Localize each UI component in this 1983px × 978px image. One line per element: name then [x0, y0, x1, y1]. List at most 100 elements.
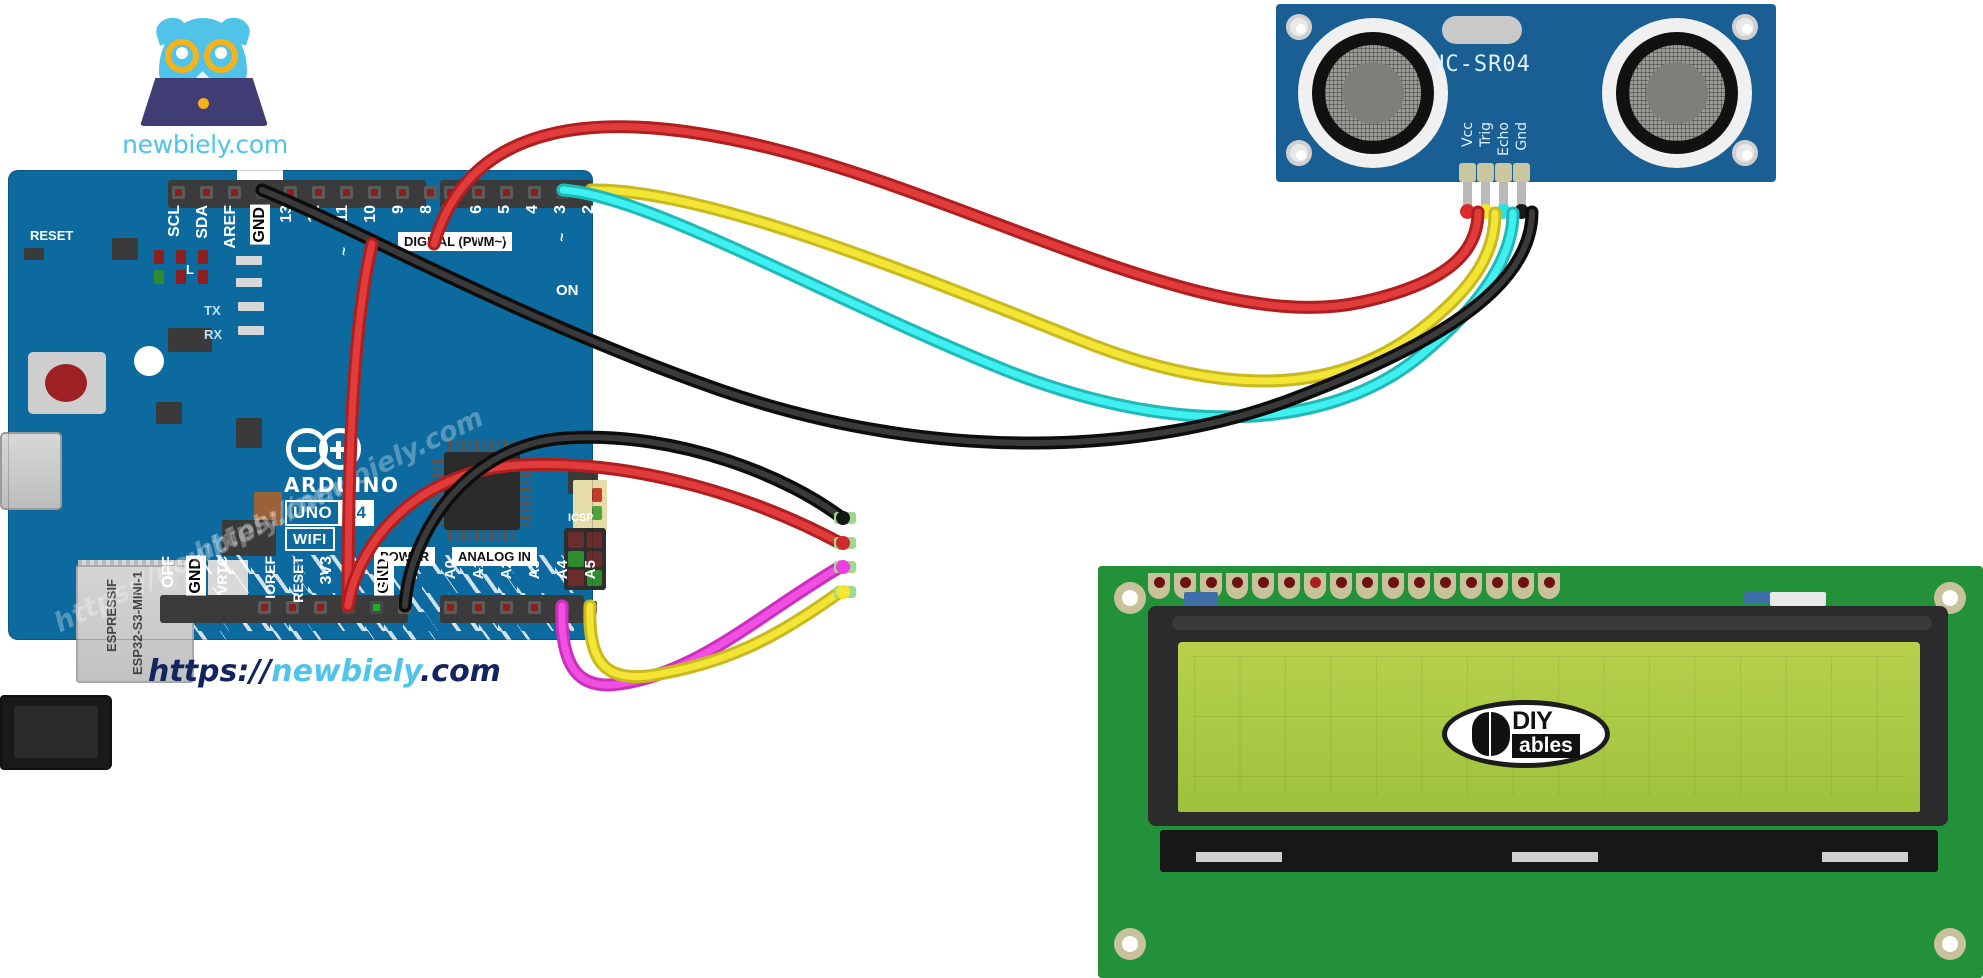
hcsr04-pin-pad-vcc[interactable] [1459, 163, 1476, 182]
smd-chip-2 [24, 248, 44, 260]
analog-pin-label-a5: A5 [582, 560, 599, 580]
digital-header-right[interactable] [440, 180, 592, 208]
watermark-suffix: .com [419, 654, 501, 689]
smd-chip-3 [168, 328, 212, 352]
pin-label-gnd: GND [250, 205, 270, 245]
pin-label-6: 6 [468, 205, 485, 214]
analog-pin-label-a0: A0 [442, 560, 459, 580]
pin-label-11: 11 [334, 205, 351, 222]
pin-label-aref: AREF [222, 205, 239, 249]
lcd-contrast-potentiometer[interactable] [1184, 592, 1218, 608]
pin-hole-d2[interactable] [584, 186, 597, 199]
hcsr04-pin-label-trig: Trig [1478, 122, 1494, 148]
pin-hole-a4[interactable] [556, 601, 569, 614]
lcd-header-pin-6[interactable] [1278, 573, 1300, 599]
led-indicator-2 [176, 250, 186, 264]
pad-extra [236, 278, 262, 287]
pin-label-13: 13 [278, 205, 295, 223]
wire-yellow-hcsr04-highlight [587, 186, 1499, 385]
lcd-bottom-tab-2 [1512, 852, 1598, 862]
lcd-header-pin-7[interactable] [1304, 573, 1326, 599]
power-pin-label-reset-4: RESET [290, 556, 306, 603]
arduino-infinity-logo-icon [286, 428, 366, 472]
led-indicator-1 [154, 250, 164, 264]
lcd-header-pin-12[interactable] [1434, 573, 1456, 599]
power-header[interactable] [258, 595, 408, 623]
arduino-brand-label: ARDUINO [284, 473, 400, 497]
lcd-pin-dot-gnd [836, 511, 850, 525]
lcd-wire-tip-vcc [834, 537, 856, 549]
watermark-prefix: https:// [148, 654, 272, 689]
diyables-mark-icon [1472, 712, 1511, 756]
pin-label-tx: TX [608, 205, 625, 226]
l-led-label: L [186, 262, 194, 277]
lcd-header-pin-8[interactable] [1330, 573, 1352, 599]
lcd-header-pin-16[interactable] [1538, 573, 1560, 599]
logo-text: newbiely.com [122, 130, 288, 159]
lcd-header-pin-13[interactable] [1460, 573, 1482, 599]
analog-pin-label-a2: A2 [498, 560, 515, 580]
lcd-mount-hole-br [1934, 928, 1966, 960]
renesas-mcu-chip [444, 452, 520, 530]
pwm-marker-6: ~ [470, 233, 487, 242]
hcsr04-wire-tip-vcc [1460, 204, 1475, 219]
hcsr04-title-label: HC-SR04 [1431, 52, 1531, 77]
hcsr04-crystal-oscillator [1442, 16, 1522, 44]
led-power-green [154, 270, 164, 284]
hcsr04-pin-pad-trig[interactable] [1477, 163, 1494, 182]
pin-label-8: 8 [418, 205, 435, 214]
pin-hole-d3[interactable] [556, 186, 569, 199]
rx-label: RX [204, 327, 223, 342]
pwm-marker-3: ~ [554, 233, 571, 242]
usb-shield-tab [237, 170, 283, 184]
reset-button[interactable] [28, 352, 106, 414]
newbiely-logo: newbiely.com [118, 14, 288, 159]
diyables-brand-ables: ables [1512, 733, 1580, 758]
hcsr04-sensor-module [1276, 4, 1776, 182]
diyables-logo: DIY ables [1442, 700, 1610, 768]
hcsr04-pin-pad-echo[interactable] [1495, 163, 1512, 182]
lcd-header-pin-5[interactable] [1252, 573, 1274, 599]
lcd-header-pin-4[interactable] [1226, 573, 1248, 599]
power-pin-label-gnd-8: GND [374, 556, 391, 592]
hcsr04-mount-hole-bl [1286, 140, 1312, 166]
esp32-vendor-label: ESPRESSIF [104, 579, 119, 652]
mounting-pad-bottom [126, 765, 158, 797]
capacitor-1 [254, 492, 282, 526]
pin-label-12: 12 [306, 205, 323, 223]
pin-hole-gnd-power[interactable] [370, 601, 383, 614]
lcd-header-pin-9[interactable] [1356, 573, 1378, 599]
power-header-aux[interactable] [160, 595, 260, 623]
hcsr04-wire-tip-trig [1478, 204, 1493, 219]
smd-chip-5 [236, 418, 262, 448]
capacitor-2 [573, 480, 607, 530]
lcd-header-pin-14[interactable] [1486, 573, 1508, 599]
lcd-wire-tip-gnd [834, 512, 856, 524]
lcd-header-pin-11[interactable] [1408, 573, 1430, 599]
usb-connector-inner [14, 706, 98, 758]
smd-chip-4 [156, 402, 182, 424]
pin-hole-a5[interactable] [584, 601, 597, 614]
led-indicator-4 [176, 270, 186, 284]
board-model-wifi-badge: WIFI [285, 527, 335, 551]
lcd-header-pin-10[interactable] [1382, 573, 1404, 599]
lcd-pin-dot-sda [836, 560, 850, 574]
led-indicator-5 [198, 270, 208, 284]
voltage-regulator [222, 520, 276, 556]
rf-shield-can [0, 432, 62, 510]
pin-label-2: 2 [580, 205, 597, 214]
hcsr04-pin-pad-gnd[interactable] [1513, 163, 1530, 182]
mcu-pins-top [448, 440, 516, 452]
lcd-header-pin-15[interactable] [1512, 573, 1534, 599]
mcu-pins-right [520, 456, 532, 526]
lcd-mount-hole-tl [1114, 582, 1146, 614]
hcsr04-pin-label-vcc: Vcc [1460, 122, 1476, 147]
tx-label: TX [204, 303, 221, 318]
icsp-header[interactable] [564, 528, 606, 590]
lcd-header-pin-1[interactable] [1148, 573, 1170, 599]
pin-hole-5v[interactable] [342, 601, 355, 614]
hcsr04-mount-hole-tl [1286, 14, 1312, 40]
pin-hole-gnd-digital[interactable] [256, 186, 269, 199]
pwm-marker-5: ~ [498, 233, 515, 242]
hcsr04-receiver [1602, 18, 1752, 168]
